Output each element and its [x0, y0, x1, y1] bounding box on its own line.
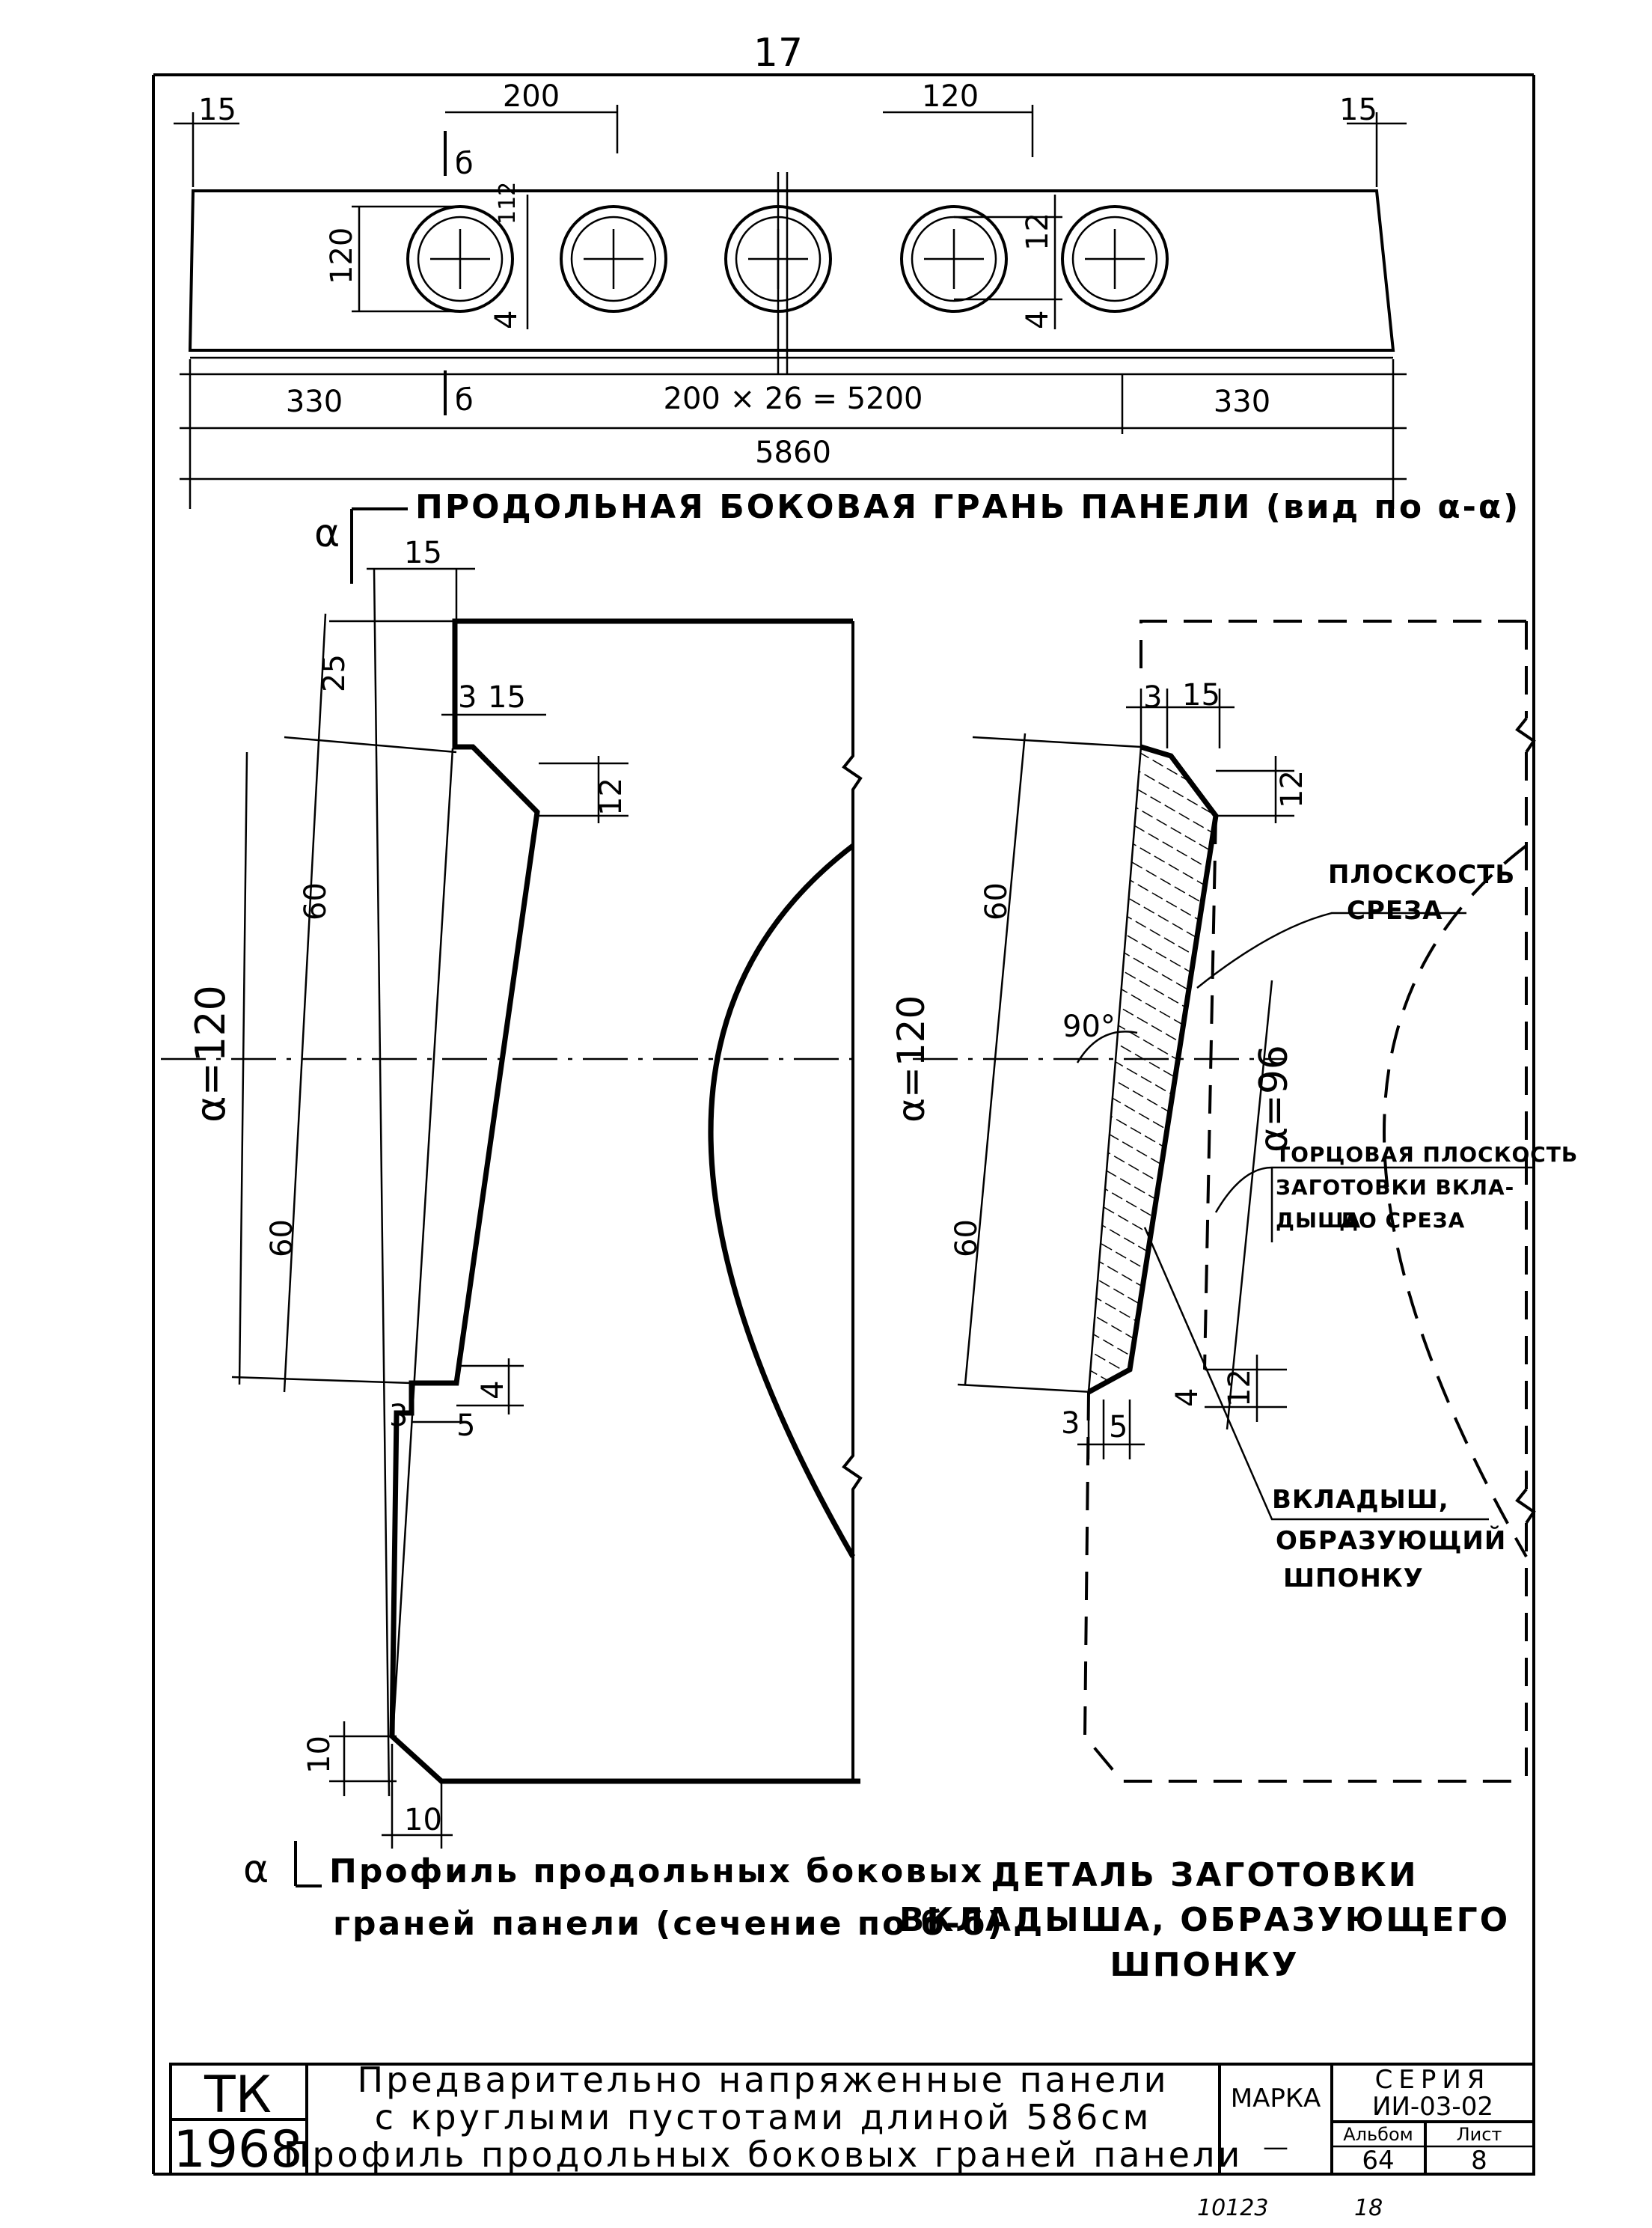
- tb-title-1: Предварительно напряженные панели: [357, 2060, 1169, 2100]
- dim-120-void: 120: [325, 228, 359, 284]
- label-insert-3: ШПОНКУ: [1283, 1563, 1424, 1593]
- label-cut-plane-2: СРЕЗА: [1347, 896, 1443, 926]
- dim-200-top: 200: [503, 79, 560, 114]
- tb-sheet-label: Лист: [1457, 2124, 1502, 2145]
- label-insert-2: ОБРАЗУЮЩИЙ: [1276, 1525, 1506, 1556]
- tb-series-label: СЕРИЯ: [1375, 2065, 1491, 2095]
- section-mark-alpha-top: α: [314, 511, 340, 556]
- dim-330-right: 330: [1214, 385, 1270, 419]
- tb-series-value: ИИ-03-02: [1372, 2092, 1493, 2122]
- dim-330-left: 330: [286, 385, 343, 419]
- lp-dim-alpha-120: α=120: [187, 985, 234, 1123]
- tb-year: 1968: [173, 2120, 302, 2179]
- rd-dim-5: 5: [1109, 1410, 1128, 1444]
- label-insert-1: ВКЛАДЫШ,: [1272, 1485, 1449, 1515]
- label-end-plane-2: ЗАГОТОВКИ ВКЛА-: [1276, 1175, 1514, 1200]
- caption-right-3: ШПОНКУ: [1110, 1946, 1299, 1984]
- lp-dim-12: 12: [594, 778, 628, 816]
- lp-dim-25: 25: [317, 654, 352, 692]
- rd-angle-90: 90°: [1062, 1010, 1116, 1044]
- caption-right-2: ВКЛАДЫША, ОБРАЗУЮЩЕГО: [899, 1901, 1510, 1939]
- lp-dim-15-top: 15: [488, 680, 526, 715]
- rd-dim-15-top: 15: [1182, 678, 1220, 712]
- caption-left-2: граней панели (сечение по б-б): [333, 1905, 1005, 1943]
- dim-15-right: 15: [1339, 93, 1377, 127]
- lp-dim-10-horiz: 10: [404, 1803, 442, 1837]
- label-end-plane-3: ДЫША: [1276, 1208, 1361, 1233]
- dim-5200: 200 × 26 = 5200: [664, 382, 923, 416]
- caption-top-view: ПРОДОЛЬНАЯ БОКОВАЯ ГРАНЬ ПАНЕЛИ (вид по …: [415, 488, 1520, 526]
- title-block: [169, 2063, 1535, 2176]
- section-mark-top: б: [455, 147, 474, 181]
- left-profile-drawing: [161, 509, 863, 1887]
- dim-4-void-left: 4: [489, 311, 524, 329]
- lp-dim-60-bottom: 60: [265, 1219, 299, 1257]
- lp-dim-10-vert: 10: [302, 1736, 337, 1774]
- rd-dim-12-bottom: 12: [1223, 1369, 1257, 1407]
- lp-dim-60-top: 60: [299, 882, 333, 921]
- dim-4-void-right: 4: [1021, 311, 1055, 329]
- tb-title-2: с круглыми пустотами длиной 586см: [375, 2097, 1152, 2137]
- footer-right: 18: [1354, 2195, 1383, 2221]
- tb-album-label: Альбом: [1343, 2124, 1413, 2145]
- rd-dim-60-top: 60: [979, 882, 1014, 921]
- dim-12-void: 12: [1021, 213, 1055, 251]
- void-4: [900, 205, 1008, 313]
- dim-112-void: 112: [495, 182, 521, 225]
- void-5: [1061, 205, 1169, 313]
- rd-dim-3-top: 3: [1143, 680, 1162, 715]
- tb-sheet-value: 8: [1471, 2146, 1487, 2176]
- rd-dim-60-bottom: 60: [949, 1219, 984, 1257]
- tb-marka-label: МАРКА: [1231, 2084, 1321, 2113]
- tb-marka-value: —: [1263, 2132, 1288, 2162]
- top-view-panel: [174, 105, 1407, 509]
- lp-dim-3-top: 3: [458, 680, 477, 715]
- right-detail-drawing: [913, 620, 1536, 1783]
- section-mark-alpha-bottom: α: [243, 1847, 269, 1892]
- lp-dim-3-bottom: 3: [389, 1399, 408, 1433]
- lp-dim-4: 4: [476, 1381, 510, 1400]
- rd-dim-3-bottom: 3: [1061, 1406, 1080, 1441]
- rd-dim-alpha-120: α=120: [890, 995, 933, 1123]
- tb-album-value: 64: [1362, 2146, 1394, 2176]
- lp-dim-5: 5: [456, 1408, 475, 1443]
- caption-right-1: ДЕТАЛЬ ЗАГОТОВКИ: [991, 1856, 1418, 1894]
- void-2: [560, 205, 667, 313]
- rd-dim-alpha-96: α=96: [1252, 1045, 1297, 1153]
- tb-title-3: Профиль продольных боковых граней панели: [284, 2134, 1243, 2175]
- dim-5860: 5860: [755, 436, 831, 470]
- rd-dim-12-top: 12: [1275, 770, 1309, 808]
- dim-15-left: 15: [198, 93, 236, 127]
- label-cut-plane-1: ПЛОСКОСТЬ: [1328, 860, 1515, 890]
- lp-dim-15: 15: [404, 536, 442, 570]
- caption-left-1: Профиль продольных боковых: [329, 1852, 984, 1890]
- footer-left: 10123: [1197, 2195, 1268, 2221]
- tb-org: ТК: [204, 2066, 272, 2125]
- label-end-plane-1: ТОРЦОВАЯ ПЛОСКОСТЬ: [1276, 1142, 1578, 1167]
- page-number: 17: [753, 31, 803, 76]
- dim-120-top: 120: [922, 79, 979, 114]
- section-mark-bottom: б: [455, 383, 474, 418]
- label-end-plane-4: ДО СРЕЗА: [1339, 1208, 1465, 1233]
- rd-dim-4: 4: [1170, 1388, 1205, 1407]
